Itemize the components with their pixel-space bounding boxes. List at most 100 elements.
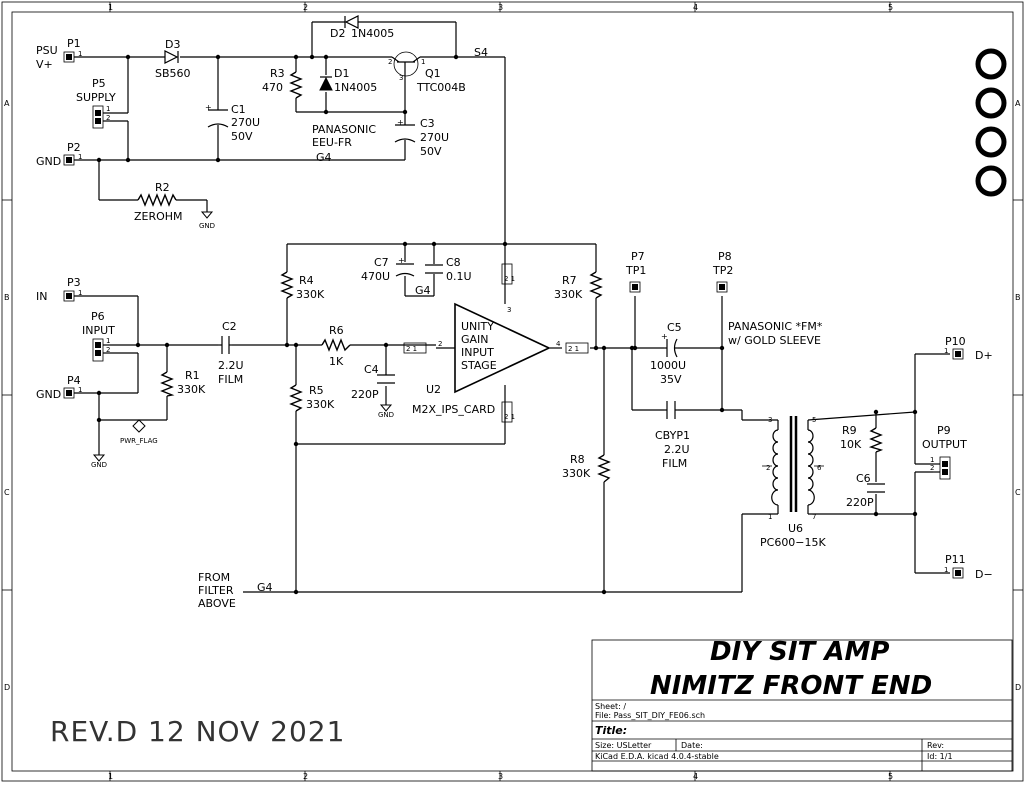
- net-vplus: V+: [36, 58, 53, 71]
- label-p4: P4: [67, 374, 81, 387]
- col-marker-1-bottom: 1: [108, 772, 113, 781]
- jumper-output-pins: 2 1: [568, 345, 579, 353]
- net-g4-decoupling: G4: [415, 284, 431, 297]
- amplifier-u2[interactable]: [436, 302, 551, 394]
- polarity-c3: +: [397, 118, 404, 127]
- label-p3: P3: [67, 276, 81, 289]
- input-junctions: [96, 241, 918, 595]
- resistor-r7[interactable]: [589, 271, 603, 299]
- row-marker-d-right: D: [1015, 683, 1021, 692]
- value-d1: 1N4005: [334, 81, 377, 94]
- connector-p9[interactable]: [933, 456, 951, 480]
- test-point-tp2[interactable]: [716, 281, 728, 293]
- pin-q1-d: 1: [421, 58, 425, 66]
- net-pwr-flag: PWR_FLAG: [120, 437, 158, 445]
- connector-p11[interactable]: [952, 567, 964, 579]
- row-marker-b: B: [4, 293, 10, 302]
- value-r7: 330K: [554, 288, 583, 301]
- jumper-ground[interactable]: [501, 401, 513, 423]
- capacitor-c6[interactable]: [867, 483, 885, 493]
- label-p5: P5: [92, 77, 106, 90]
- connector-p4[interactable]: [63, 387, 75, 399]
- label-c5: C5: [667, 321, 682, 334]
- capacitor-c5[interactable]: [664, 338, 678, 358]
- value-c6: 220P: [846, 496, 874, 509]
- row-marker-c: C: [4, 488, 10, 497]
- transformer-u6[interactable]: [762, 416, 824, 512]
- diode-d3[interactable]: [164, 50, 179, 64]
- net-in: IN: [36, 290, 47, 303]
- u2-text-line-1: UNITY: [461, 320, 494, 333]
- col-marker-4-bottom: 4: [693, 772, 698, 781]
- resistor-r2[interactable]: [137, 193, 177, 207]
- label-c3: C3: [420, 117, 435, 130]
- resistor-r4[interactable]: [280, 271, 294, 299]
- value-q1: TTC004B: [416, 81, 466, 94]
- jumper-input[interactable]: [403, 342, 427, 354]
- resistor-r1[interactable]: [160, 371, 175, 397]
- pin-u6-5: 5: [812, 416, 816, 424]
- label-r1: R1: [185, 369, 200, 382]
- diode-d2[interactable]: [344, 15, 359, 29]
- resistor-r5[interactable]: [289, 384, 303, 412]
- title-line-2: NIMITZ FRONT END: [650, 671, 932, 701]
- connector-p1[interactable]: [63, 51, 75, 63]
- value-c5-volt: 35V: [660, 373, 682, 386]
- transistor-q1[interactable]: [391, 51, 421, 77]
- net-dminus: D−: [975, 568, 993, 581]
- value-p5: SUPPLY: [76, 91, 116, 104]
- connector-p2[interactable]: [63, 154, 75, 166]
- pin-u6-6: 6: [817, 464, 822, 472]
- value-c2-type: FILM: [218, 373, 243, 386]
- pin-u2-top: 3: [507, 306, 511, 314]
- test-point-tp1[interactable]: [629, 281, 641, 293]
- capacitor-c1[interactable]: [207, 109, 229, 128]
- jumper-output[interactable]: [565, 342, 589, 354]
- capacitor-cbyp1[interactable]: [664, 401, 678, 419]
- value-r6: 1K: [329, 355, 344, 368]
- diode-d1[interactable]: [319, 76, 333, 91]
- row-marker-a: A: [4, 99, 10, 108]
- jumper-ground-pins: 2 1: [504, 413, 515, 421]
- connector-p3[interactable]: [63, 290, 75, 302]
- title-file: File: Pass_SIT_DIY_FE06.sch: [595, 711, 705, 720]
- value-r8: 330K: [562, 467, 591, 480]
- note-c3-brand: PANASONIC: [312, 123, 376, 136]
- capacitor-c3[interactable]: [394, 124, 416, 143]
- row-marker-c-right: C: [1015, 488, 1021, 497]
- capacitor-c2[interactable]: [218, 336, 232, 354]
- pin-q1-s: 2: [388, 58, 392, 66]
- capacitor-c4[interactable]: [377, 374, 395, 384]
- polarity-c7: +: [398, 256, 405, 265]
- resistor-r3[interactable]: [289, 71, 303, 99]
- value-cbyp1-type: FILM: [662, 457, 687, 470]
- capacitor-c7[interactable]: [395, 263, 415, 277]
- ground-symbol-input: [92, 454, 106, 462]
- pwr-flag-symbol: [132, 419, 146, 433]
- pin-u2-out: 4: [556, 340, 561, 348]
- label-u6: U6: [788, 522, 803, 535]
- col-marker-5: 5: [888, 3, 893, 12]
- resistor-r6[interactable]: [321, 338, 351, 352]
- label-r4: R4: [299, 274, 314, 287]
- label-c8: C8: [446, 256, 461, 269]
- col-marker-3-bottom: 3: [498, 772, 503, 781]
- pin-u2-in: 2: [438, 340, 442, 348]
- label-p8: P8: [718, 250, 732, 263]
- label-u2: U2: [426, 383, 441, 396]
- pin-u6-1: 1: [768, 513, 772, 521]
- jumper-supply[interactable]: [501, 263, 513, 285]
- resistor-r8[interactable]: [597, 454, 611, 483]
- connector-p10[interactable]: [952, 348, 964, 360]
- connector-p5[interactable]: [92, 105, 110, 129]
- value-c4: 220P: [351, 388, 379, 401]
- label-r8: R8: [570, 453, 585, 466]
- capacitor-c8[interactable]: [425, 264, 443, 274]
- resistor-r9[interactable]: [868, 427, 884, 453]
- polarity-c5: +: [661, 332, 668, 341]
- pin-p5-2: 2: [106, 114, 110, 122]
- pin-u6-3: 3: [768, 416, 772, 424]
- connector-p6[interactable]: [92, 338, 110, 362]
